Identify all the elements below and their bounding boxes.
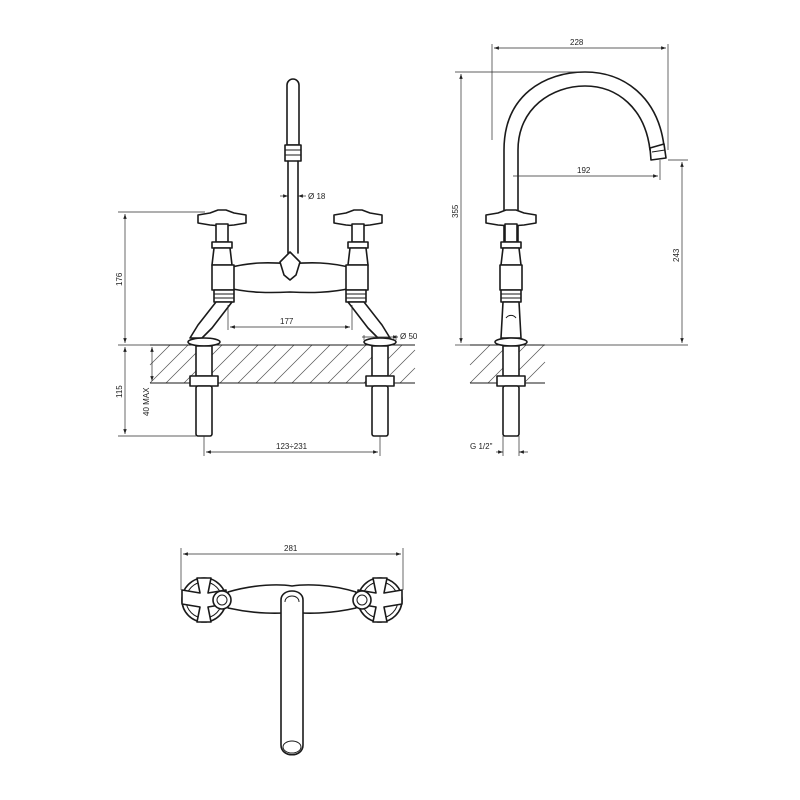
side-elevation-view: 228 192 355 243 G 1/2" [451, 38, 688, 456]
height-243-label: 243 [672, 248, 681, 262]
deck-40-max-label: 40 MAX [142, 387, 151, 416]
spacing-177-label: 177 [280, 317, 294, 326]
width-228-label: 228 [570, 38, 584, 47]
plan-dimensions: 281 [180, 544, 404, 590]
gooseneck-spout [503, 71, 667, 254]
plan-right-valve [352, 577, 403, 623]
spout-tube [284, 78, 302, 254]
reach-192-label: 192 [577, 166, 591, 175]
side-dimensions: 228 192 355 243 G 1/2" [451, 38, 688, 456]
diameter-18-label: Ø 18 [308, 192, 326, 201]
front-elevation-view: Ø 18 176 177 Ø 50 115 40 MAX [115, 78, 418, 456]
front-dimensions: Ø 18 176 177 Ø 50 115 40 MAX [115, 192, 418, 456]
height-176-label: 176 [115, 272, 124, 286]
center-range-label: 123÷231 [276, 442, 308, 451]
plan-left-valve [181, 577, 232, 623]
diameter-50-label: Ø 50 [400, 332, 418, 341]
plan-spout [280, 590, 304, 756]
left-valve [187, 209, 247, 437]
bridge-body [227, 251, 353, 294]
under-deck-115-label: 115 [115, 385, 124, 398]
plan-view: 281 [180, 544, 404, 756]
thread-label: G 1/2" [470, 442, 493, 451]
plan-width-281-label: 281 [284, 544, 298, 553]
right-valve [333, 209, 397, 437]
side-valve [485, 209, 537, 437]
height-355-label: 355 [451, 204, 460, 218]
